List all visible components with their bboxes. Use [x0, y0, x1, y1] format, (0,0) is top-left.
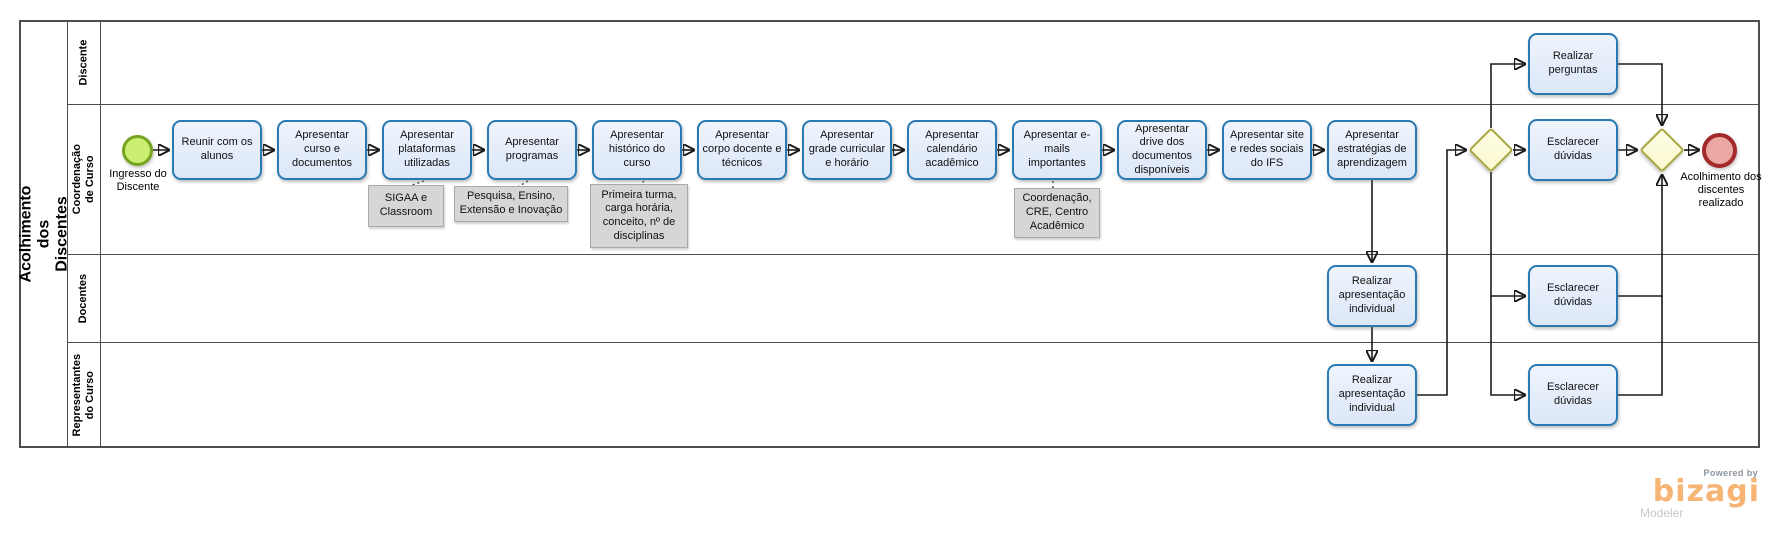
task-apresentar-curso-e-documentos[interactable]: Apresentar curso e documentos: [277, 120, 367, 180]
annotation-primeira-turma: Primeira turma, carga horária, conceito,…: [590, 184, 688, 248]
task-reunir-com-os-alunos[interactable]: Reunir com os alunos: [172, 120, 262, 180]
task-realizar-apresentacao-individual-docentes[interactable]: Realizar apresentação individual: [1327, 265, 1417, 327]
bizagi-logo: bizagi: [1652, 474, 1760, 509]
end-event[interactable]: [1702, 133, 1737, 168]
task-apresentar-drive-dos-documentos[interactable]: Apresentar drive dos documentos disponív…: [1117, 120, 1207, 180]
start-event-label: Ingresso do Discente: [109, 168, 167, 193]
lane-docentes: Docentes: [68, 255, 1758, 343]
lane-coordenacao-de-curso: Coordenação de Curso: [68, 105, 1758, 255]
annotation-coordenacao-cre: Coordenação, CRE, Centro Acadêmico: [1014, 188, 1100, 238]
lane-discente: Discente: [68, 22, 1758, 105]
task-apresentar-site-e-redes-sociais[interactable]: Apresentar site e redes sociais do IFS: [1222, 120, 1312, 180]
task-realizar-apresentacao-individual-representantes[interactable]: Realizar apresentação individual: [1327, 364, 1417, 426]
task-apresentar-grade-curricular-e-horario[interactable]: Apresentar grade curricular e horário: [802, 120, 892, 180]
bizagi-branding: Powered by bizagi Modeler: [1640, 468, 1760, 520]
task-apresentar-calendario-academico[interactable]: Apresentar calendário acadêmico: [907, 120, 997, 180]
lane-header-docentes: Docentes: [68, 255, 101, 342]
annotation-sigaa-classroom: SIGAA e Classroom: [368, 185, 444, 227]
lane-header-representantes: Representantes do Curso: [68, 343, 101, 448]
lane-label-representantes: Representantes do Curso: [70, 354, 97, 437]
task-apresentar-corpo-docente-e-tecnicos[interactable]: Apresentar corpo docente e técnicos: [697, 120, 787, 180]
pool-title: Acolhimento dos Discentes: [17, 185, 71, 283]
task-apresentar-programas[interactable]: Apresentar programas: [487, 120, 577, 180]
lane-label-discente: Discente: [77, 40, 90, 86]
lane-label-docentes: Docentes: [77, 273, 90, 324]
lane-header-coordenacao: Coordenação de Curso: [68, 105, 101, 254]
task-esclarecer-duvidas-docentes[interactable]: Esclarecer dúvidas: [1528, 265, 1618, 327]
pool-header: Acolhimento dos Discentes: [17, 22, 70, 446]
lane-representantes-do-curso: Representantes do Curso: [68, 343, 1758, 448]
end-event-label: Acolhimento dos discentes realizado: [1680, 171, 1762, 209]
powered-by-label: Powered by: [1703, 468, 1758, 478]
task-esclarecer-duvidas-coordenacao[interactable]: Esclarecer dúvidas: [1528, 119, 1618, 181]
task-esclarecer-duvidas-representantes[interactable]: Esclarecer dúvidas: [1528, 364, 1618, 426]
lane-header-discente: Discente: [68, 22, 101, 104]
task-apresentar-plataformas-utilizadas[interactable]: Apresentar plataformas utilizadas: [382, 120, 472, 180]
task-realizar-perguntas[interactable]: Realizar perguntas: [1528, 33, 1618, 95]
modeler-label: Modeler: [1640, 506, 1684, 520]
annotation-pesquisa-ensino-extensao: Pesquisa, Ensino, Extensão e Inovação: [454, 186, 568, 222]
task-apresentar-emails-importantes[interactable]: Apresentar e-mails importantes: [1012, 120, 1102, 180]
task-apresentar-estrategias-de-aprendizagem[interactable]: Apresentar estratégias de aprendizagem: [1327, 120, 1417, 180]
task-apresentar-historico-do-curso[interactable]: Apresentar histórico do curso: [592, 120, 682, 180]
start-event[interactable]: [122, 135, 153, 166]
pool: Acolhimento dos Discentes Discente Coord…: [17, 20, 1760, 448]
